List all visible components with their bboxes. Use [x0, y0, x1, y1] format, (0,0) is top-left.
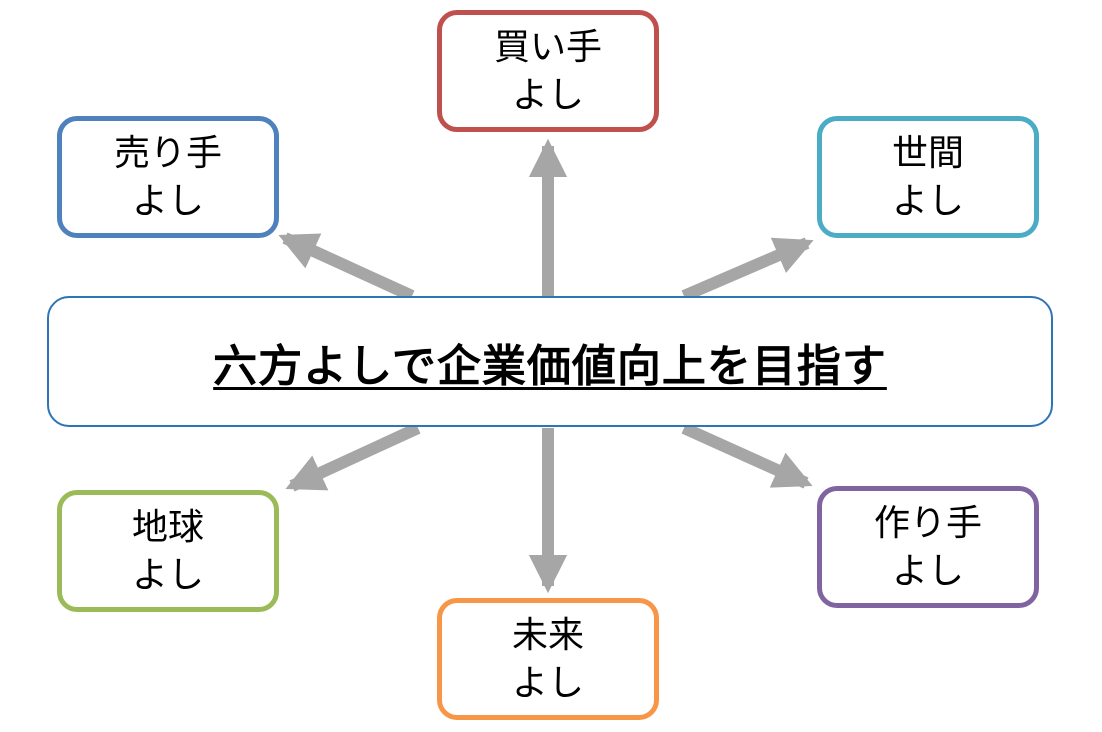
arrow-to-urite: [278, 232, 415, 302]
node-sublabel: よし: [131, 555, 204, 596]
arrow-to-chikyu: [285, 422, 421, 492]
node-sublabel: よし: [131, 181, 204, 222]
node-tsukurite: 作り手 よし: [817, 486, 1039, 608]
node-kaite: 買い手 よし: [437, 10, 659, 132]
center-goal-title: 六方よしで企業価値向上を目指す: [213, 340, 887, 392]
node-sublabel: よし: [891, 181, 964, 222]
node-urite: 売り手 よし: [57, 116, 279, 238]
node-label: 買い手: [493, 27, 602, 68]
node-sublabel: よし: [891, 551, 964, 592]
node-label: 未来: [511, 615, 584, 656]
arrow-to-seken: [681, 237, 814, 302]
center-goal-box: 六方よしで企業価値向上を目指す: [47, 296, 1053, 427]
node-sublabel: よし: [511, 663, 584, 704]
node-seken: 世間 よし: [817, 116, 1039, 238]
node-label: 売り手: [113, 133, 222, 174]
node-sublabel: よし: [511, 75, 584, 116]
node-mirai: 未来 よし: [437, 598, 659, 720]
node-label: 地球: [131, 507, 204, 548]
node-label: 世間: [891, 133, 964, 174]
node-chikyu: 地球 よし: [57, 490, 279, 612]
arrow-to-tsukurite: [681, 422, 813, 489]
node-label: 作り手: [873, 503, 982, 544]
